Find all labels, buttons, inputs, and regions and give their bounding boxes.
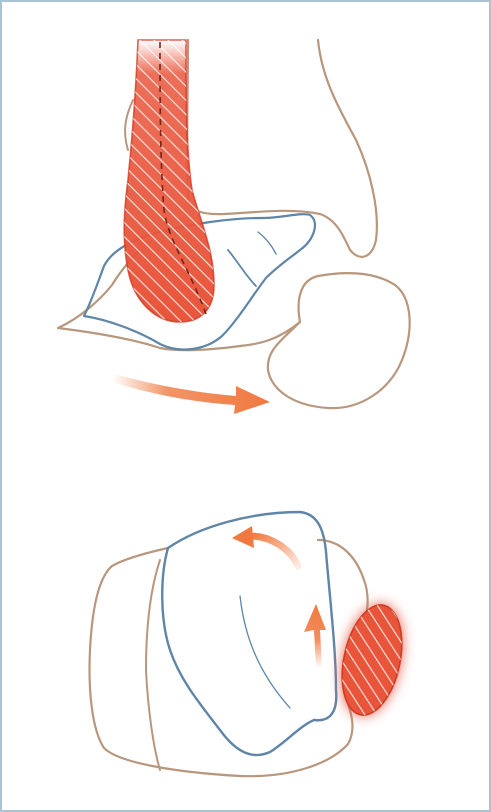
highlighted-bone-seam — [228, 250, 256, 286]
talus-head-outline — [268, 273, 410, 408]
tendon-upper — [124, 40, 214, 322]
leg-bone-outline — [187, 40, 377, 257]
orange-arrow-right — [112, 374, 270, 414]
lower-highlighted-bone — [162, 512, 336, 755]
highlighted-bone-inner — [258, 232, 276, 254]
lower-bone-inner-ridge — [146, 560, 160, 770]
upper-panel — [58, 40, 410, 414]
lower-bone-thin-line — [240, 596, 290, 708]
lower-panel — [90, 512, 412, 776]
tendon-lower — [333, 599, 411, 720]
orange-arrow-curved — [232, 526, 298, 566]
orange-arrow-up — [304, 604, 326, 668]
